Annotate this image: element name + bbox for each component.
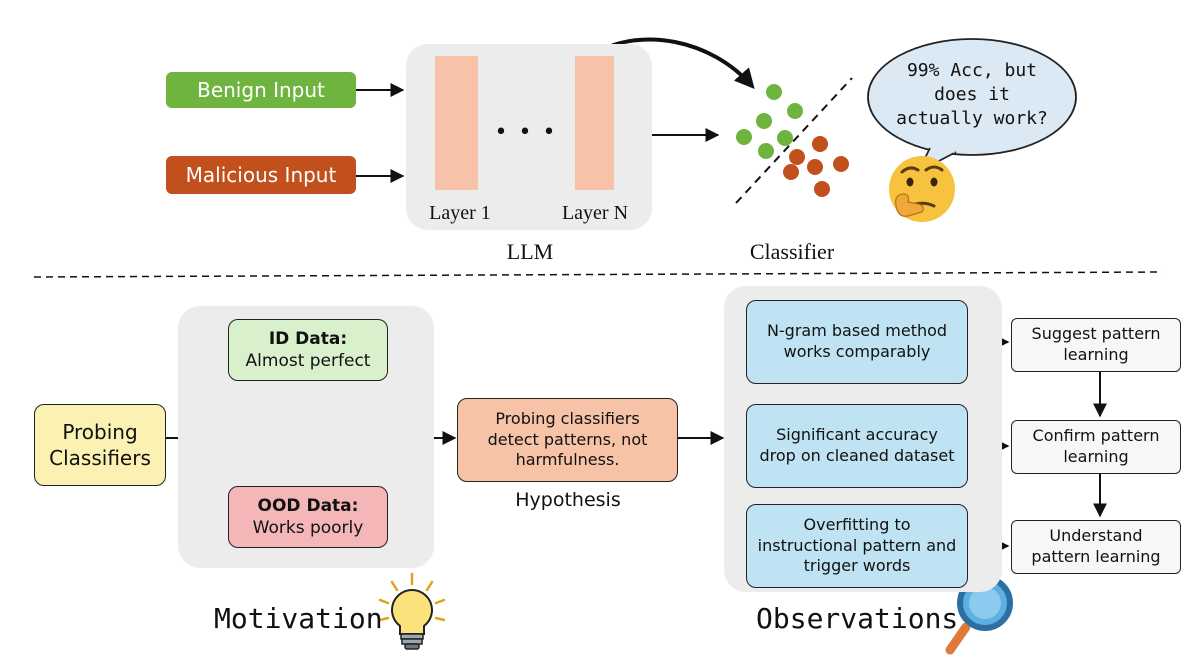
conclusion-box: Understand pattern learning — [1011, 520, 1181, 574]
classifier-label: Classifier — [726, 238, 858, 266]
hypothesis-text: Probing classifiers detect patterns, not… — [468, 409, 667, 471]
probing-classifiers-label: Probing Classifiers — [35, 419, 165, 471]
observation-box: Significant accuracy drop on cleaned dat… — [746, 404, 968, 488]
observation-text: Overfitting to instructional pattern and… — [757, 515, 957, 577]
conclusion-box: Confirm pattern learning — [1011, 420, 1181, 474]
id-data-text: Almost perfect — [246, 350, 371, 372]
conclusion-text: Suggest pattern learning — [1020, 324, 1172, 366]
layer-n-bar — [575, 56, 614, 190]
benign-input-label: Benign Input — [197, 78, 325, 102]
probing-classifiers-box: Probing Classifiers — [34, 404, 166, 486]
layer-1-bar — [435, 56, 478, 190]
ood-data-text: Works poorly — [253, 517, 364, 539]
observation-box: Overfitting to instructional pattern and… — [746, 504, 968, 588]
benign-dot — [787, 103, 803, 119]
conclusion-text: Understand pattern learning — [1020, 526, 1172, 568]
benign-dot — [758, 143, 774, 159]
conclusion-text: Confirm pattern learning — [1020, 426, 1172, 468]
malicious-dot — [833, 156, 849, 172]
benign-dot — [756, 113, 772, 129]
observation-text: Significant accuracy drop on cleaned dat… — [757, 425, 957, 467]
id-data-title: ID Data: — [269, 328, 347, 350]
llm-label: LLM — [480, 238, 580, 266]
benign-dot — [736, 129, 752, 145]
malicious-input-box: Malicious Input — [166, 156, 356, 194]
speech-bubble-text: 99% Acc, but does it actually work? — [890, 48, 1054, 142]
lightbulb-icon — [380, 574, 444, 649]
layer-1-label: Layer 1 — [412, 200, 508, 226]
benign-dot — [766, 84, 782, 100]
id-data-box: ID Data: Almost perfect — [228, 319, 388, 381]
benign-dot — [777, 130, 793, 146]
malicious-dot — [812, 136, 828, 152]
observations-label: Observations — [756, 602, 956, 642]
hypothesis-box: Probing classifiers detect patterns, not… — [457, 398, 678, 482]
hypothesis-label: Hypothesis — [470, 486, 666, 514]
decision-boundary — [736, 78, 852, 203]
benign-input-box: Benign Input — [166, 72, 356, 108]
malicious-dots — [783, 136, 849, 197]
layers-ellipsis: • • • — [486, 120, 566, 144]
malicious-dot — [807, 159, 823, 175]
malicious-dot — [783, 164, 799, 180]
malicious-dot — [814, 181, 830, 197]
observation-box: N-gram based method works comparably — [746, 300, 968, 384]
thinking-face-icon — [889, 156, 955, 222]
benign-dots — [736, 84, 803, 159]
motivation-label: Motivation — [214, 602, 382, 642]
section-separator — [34, 272, 1162, 277]
layer-n-label: Layer N — [546, 200, 644, 226]
malicious-input-label: Malicious Input — [186, 163, 337, 187]
malicious-dot — [789, 149, 805, 165]
ood-data-box: OOD Data: Works poorly — [228, 486, 388, 548]
conclusion-box: Suggest pattern learning — [1011, 318, 1181, 372]
ood-data-title: OOD Data: — [258, 495, 359, 517]
observation-text: N-gram based method works comparably — [757, 321, 957, 363]
